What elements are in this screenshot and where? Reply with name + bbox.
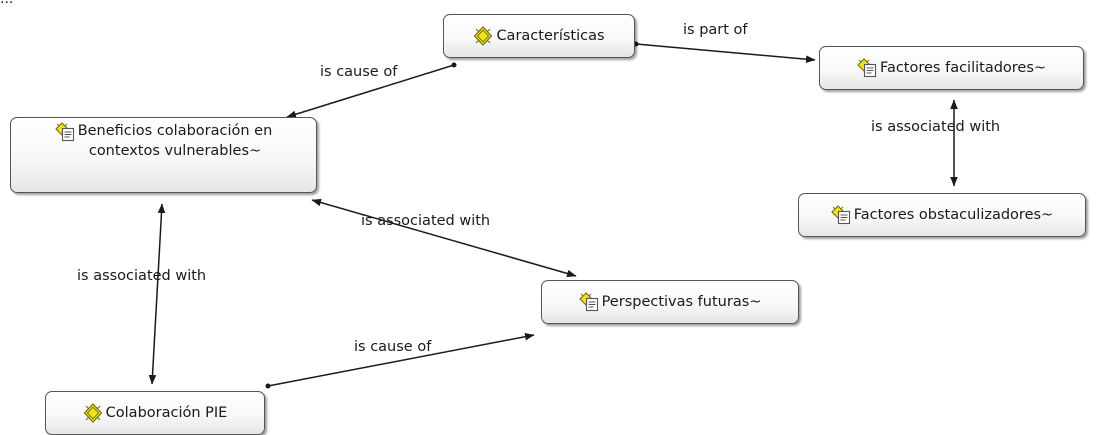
node-factores-facilitadores[interactable]: Factores facilitadores~ xyxy=(819,46,1084,90)
node-beneficios[interactable]: Beneficios colaboración en contextos vul… xyxy=(10,117,317,193)
edge-beneficios-perspectivas[interactable] xyxy=(311,198,577,278)
memo-code-icon xyxy=(831,205,851,225)
node-label: Colaboración PIE xyxy=(105,405,228,421)
edge-beneficios-colaboracion[interactable] xyxy=(148,203,166,385)
clipped-top-text: ... xyxy=(0,0,13,7)
code-family-icon xyxy=(83,403,103,423)
node-caracteristicas[interactable]: Características xyxy=(443,14,635,58)
node-label-line: contextos vulnerables~ xyxy=(88,143,262,159)
node-label: Características xyxy=(496,28,605,44)
edge-label[interactable]: is cause of xyxy=(320,64,398,80)
node-colaboracion-pie[interactable]: Colaboración PIE xyxy=(45,391,265,435)
node-label: Factores obstaculizadores~ xyxy=(853,207,1054,223)
memo-code-icon xyxy=(54,122,75,142)
memo-code-icon xyxy=(857,58,877,78)
edge-label[interactable]: is associated with xyxy=(77,268,207,284)
edge-label[interactable]: is cause of xyxy=(354,339,432,355)
edge-label[interactable]: is associated with xyxy=(361,213,491,229)
code-family-icon xyxy=(473,26,493,46)
edge-label[interactable]: is associated with xyxy=(871,119,1001,135)
node-label: Factores facilitadores~ xyxy=(879,60,1047,76)
node-perspectivas-futuras[interactable]: Perspectivas futuras~ xyxy=(541,280,799,324)
edge-caract-beneficios[interactable] xyxy=(286,64,455,118)
edge-label[interactable]: is part of xyxy=(683,22,748,38)
edge-colaboracion-perspectivas[interactable] xyxy=(267,332,535,387)
edge-origin-dot xyxy=(265,383,271,389)
node-label: Beneficios colaboración en contextos vul… xyxy=(78,121,273,161)
node-label: Perspectivas futuras~ xyxy=(601,294,762,310)
memo-code-icon xyxy=(578,292,599,312)
edge-origin-dot xyxy=(451,62,457,68)
node-factores-obstaculizadores[interactable]: Factores obstaculizadores~ xyxy=(798,193,1086,237)
edge-caract-factores-fac[interactable] xyxy=(635,43,816,63)
node-label-line: Beneficios colaboración en xyxy=(77,123,273,139)
